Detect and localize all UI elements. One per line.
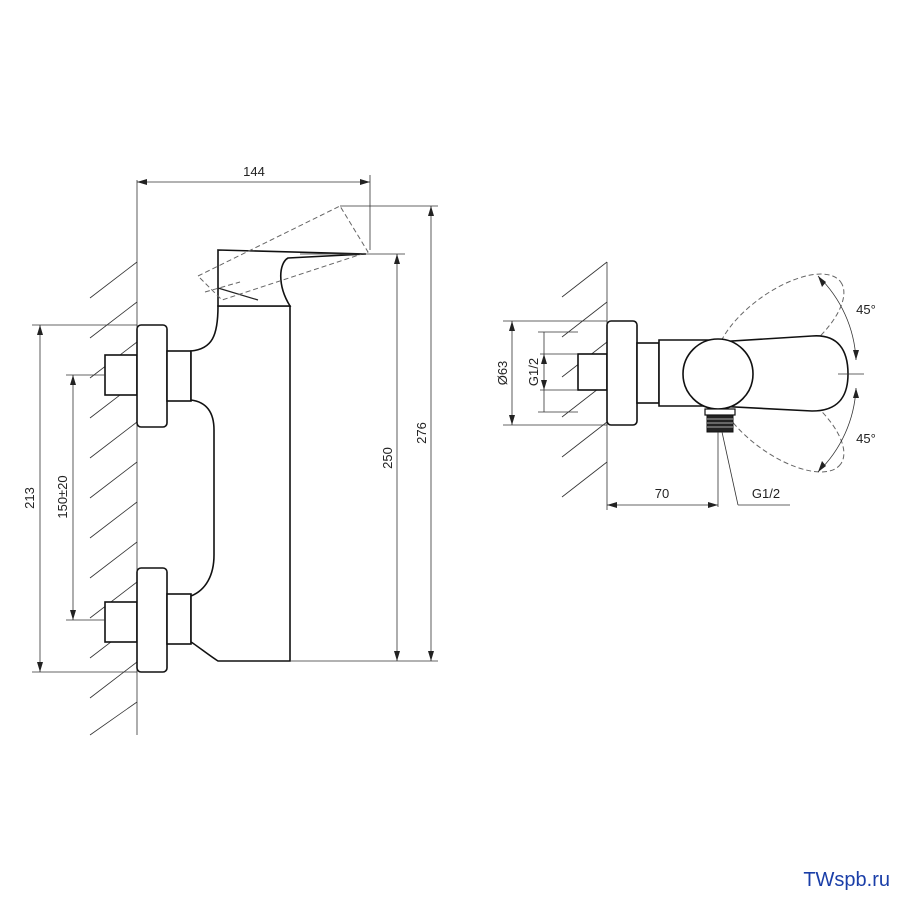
dim-g12-inlet-label: G1/2 [526, 358, 541, 386]
inlet-stub [577, 353, 608, 391]
dim-213-label: 213 [22, 487, 37, 509]
watermark: TWspb.ru [803, 869, 890, 891]
flange [606, 320, 638, 426]
dim-144-label: 144 [243, 164, 265, 179]
end-view: 45° 45° Ø63 G1/2 70 [495, 261, 876, 510]
cartridge-circle [682, 338, 754, 410]
dim-276-label: 276 [414, 422, 429, 444]
angle-down-label: 45° [856, 431, 876, 446]
dim-g12-outlet-label: G1/2 [752, 486, 780, 501]
dim-144: 144 [137, 164, 371, 250]
dim-diameter-63: Ø63 [495, 320, 607, 426]
dim-g12-outlet: G1/2 [721, 431, 790, 506]
dim-70-label: 70 [655, 486, 669, 501]
dim-276: 276 [340, 205, 438, 661]
lever-raised-position [197, 205, 369, 301]
wall-hatching-left [89, 180, 138, 736]
dim-250: 250 [290, 253, 438, 662]
dim-150: 150±20 [55, 374, 105, 621]
upper-connection [104, 324, 192, 428]
dim-70: 70 [607, 486, 718, 508]
side-view: 144 250 276 213 [22, 164, 438, 736]
dim-250-label: 250 [380, 447, 395, 469]
dim-diameter-63-label: Ø63 [495, 361, 510, 386]
dim-g12-inlet: G1/2 [526, 331, 578, 413]
outlet-thread [704, 408, 736, 433]
dim-213: 213 [22, 324, 137, 673]
angle-arcs: 45° 45° [817, 275, 876, 473]
lever-handle [217, 249, 367, 307]
connector [636, 342, 660, 404]
mixer-body [190, 305, 291, 662]
lower-connection [104, 567, 192, 673]
dim-150-label: 150±20 [55, 475, 70, 518]
angle-up-label: 45° [856, 302, 876, 317]
